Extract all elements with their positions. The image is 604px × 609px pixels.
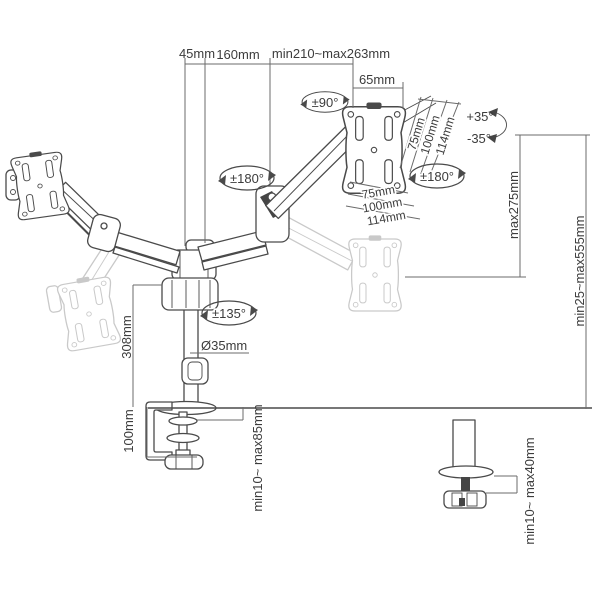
left-arm-ghost: [45, 239, 124, 353]
label-overall-range: min25~max555mm: [572, 216, 587, 327]
clamp-disc-upper: [168, 416, 198, 426]
label-elbow-swivel: ±180°: [230, 171, 264, 186]
dim-clamp-thickness: [197, 407, 244, 421]
grommet-bolt: [461, 477, 470, 493]
right-link-lower: [201, 245, 269, 271]
clamp-bracket: [145, 401, 173, 461]
dim-pole-height: [132, 284, 162, 407]
dim-vesa-side: [399, 96, 462, 181]
grommet-pole-stub: [452, 419, 476, 471]
label-pole-swivel: ±135°: [212, 306, 246, 321]
label-head-swivel: ±90°: [312, 95, 339, 110]
right-link-upper: [197, 230, 267, 262]
left-elbow-joint: [87, 213, 121, 253]
right-arm: [197, 95, 437, 271]
right-arm-ghost: [273, 213, 402, 312]
label-pole-diameter: Ø35mm: [201, 338, 247, 353]
left-arm: [5, 147, 181, 274]
label-lift-range: max275mm: [506, 171, 521, 239]
dim-vesa-width: [345, 181, 421, 220]
dim-clamp-height: [146, 407, 197, 458]
label-tilt-up: +35°: [466, 109, 493, 124]
clamp-t-handle: [164, 454, 204, 470]
arm-collar-lower: [161, 277, 219, 311]
label-clamp-thickness: min10~ max85mm: [250, 404, 265, 511]
grommet-top-disc: [438, 465, 494, 479]
label-pole-height: 308mm: [119, 315, 134, 358]
dim-top-chain: [184, 58, 354, 246]
dim-head-depth: [353, 82, 404, 108]
label-tilt-down: -35°: [467, 131, 491, 146]
label-link-length: 160mm: [216, 47, 259, 62]
desk-clamp: [145, 400, 217, 470]
dimension-lines: [132, 58, 590, 494]
label-clamp-height: 100mm: [121, 409, 136, 452]
clamp-disc-lower: [166, 432, 200, 444]
pole-tube: [183, 307, 199, 405]
vesa-plate-right-ghost: [348, 234, 402, 312]
dim-grommet-thickness: [486, 475, 518, 494]
vesa-plate-left: [9, 147, 71, 222]
label-vesa-rotation: ±180°: [420, 169, 454, 184]
tilt-arrow: [487, 108, 507, 143]
label-arm-reach: min210~max263mm: [272, 46, 390, 61]
label-pole-offset: 45mm: [179, 46, 215, 61]
grommet-mount: [438, 419, 494, 509]
vesa-plate-left-ghost: [55, 272, 122, 353]
dim-lift-range: [405, 134, 590, 278]
left-link-lower: [112, 246, 180, 274]
vesa-plate-right: [341, 101, 407, 194]
label-grommet-thickness: min10~ max40mm: [522, 437, 537, 544]
label-head-depth: 65mm: [359, 72, 395, 87]
